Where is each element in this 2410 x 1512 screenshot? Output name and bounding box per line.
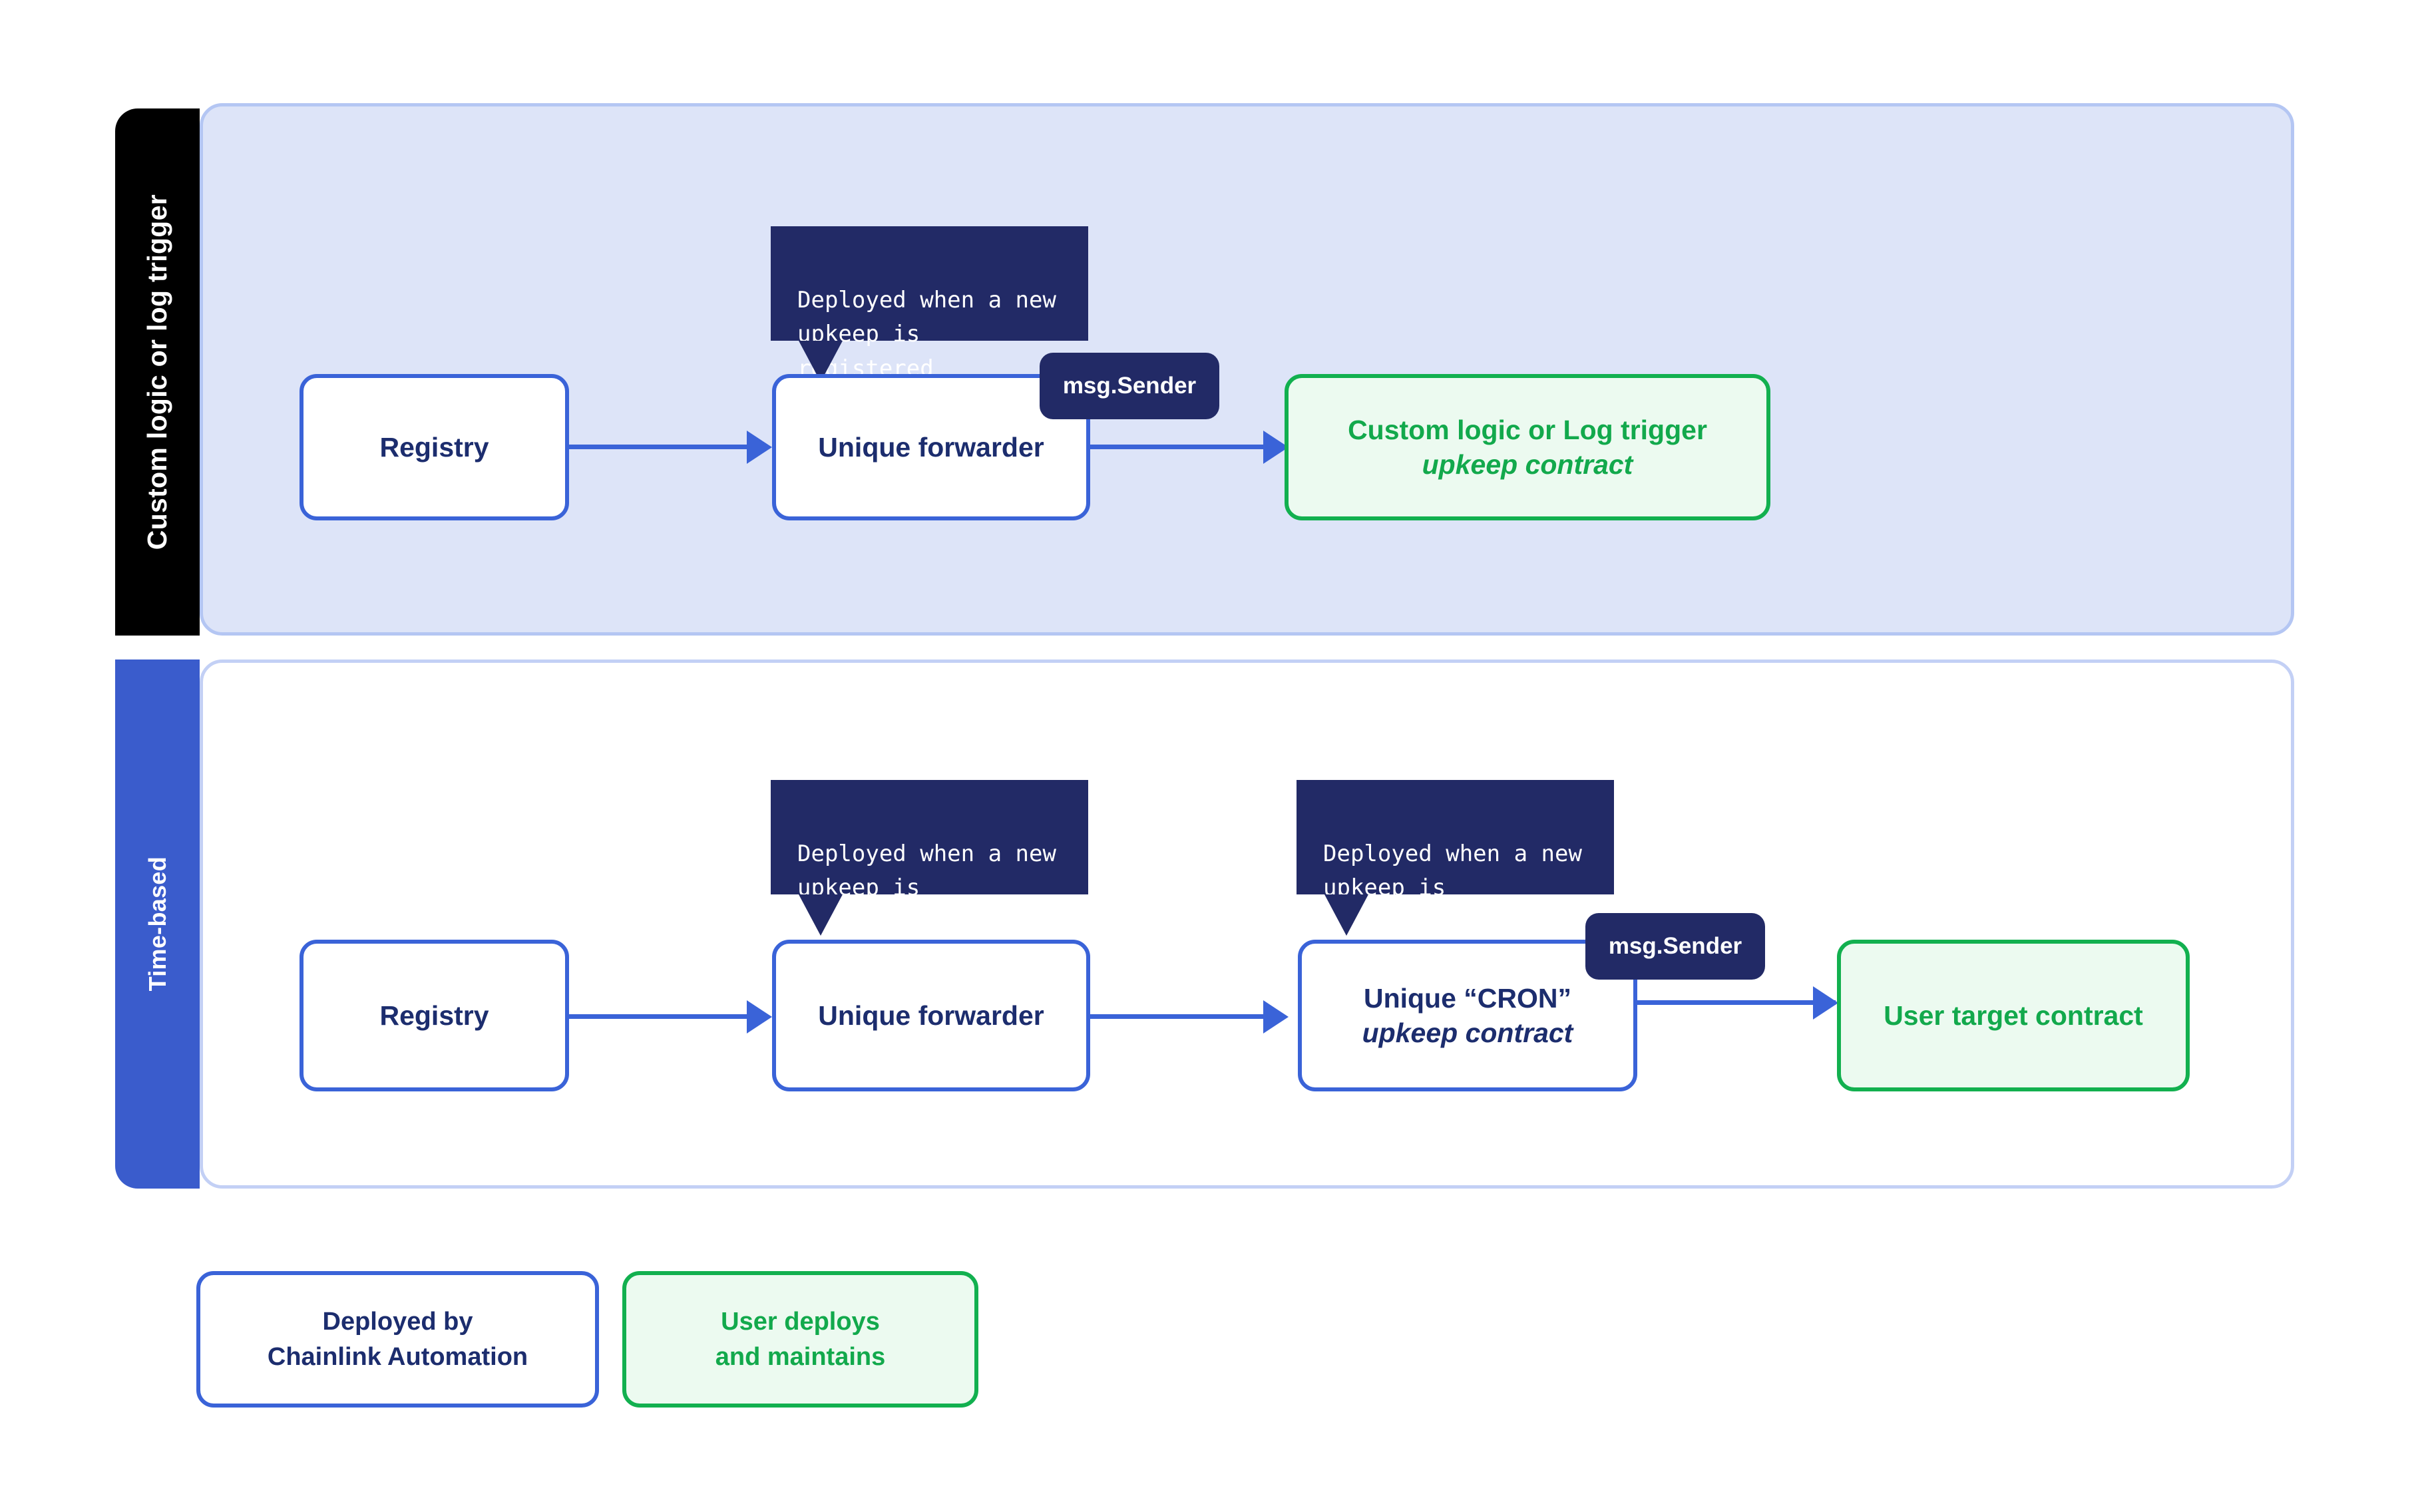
- connector-registry-to-forwarder-custom: [569, 445, 752, 449]
- lane-tab-time-based: Time-based: [115, 660, 200, 1189]
- arrowhead-icon: [1263, 1000, 1289, 1034]
- node-label-line2: upkeep contract: [1422, 449, 1633, 480]
- legend-label-line1: User deploys: [721, 1308, 880, 1336]
- badge-label: msg.Sender: [1062, 373, 1197, 399]
- node-label-line2: upkeep contract: [1362, 1018, 1573, 1048]
- lane-tab-label-time: Time-based: [143, 856, 171, 992]
- node-custom-logic-upkeep-contract[interactable]: Custom logic or Log trigger upkeep contr…: [1285, 374, 1770, 520]
- node-registry-custom[interactable]: Registry: [300, 374, 569, 520]
- callout-forwarder-deployment-time: Deployed when a new upkeep is registered: [771, 780, 1088, 936]
- legend-label-line2: and maintains: [715, 1342, 886, 1371]
- legend-deployed-by-chainlink-automation: Deployed by Chainlink Automation: [196, 1271, 599, 1408]
- arrowhead-icon: [1813, 986, 1838, 1020]
- connector-cron-to-user-target: [1636, 1000, 1836, 1005]
- node-user-target-contract[interactable]: User target contract: [1837, 940, 2190, 1091]
- callout-cron-deployment: Deployed when a new upkeep is registered: [1297, 780, 1614, 936]
- lane-time-based: [200, 660, 2294, 1189]
- lane-custom-logic-or-log-trigger: [200, 103, 2294, 636]
- node-label: Unique forwarder: [818, 1000, 1044, 1031]
- badge-label: msg.Sender: [1608, 933, 1742, 959]
- connector-registry-to-forwarder-time: [569, 1014, 752, 1019]
- node-registry-time[interactable]: Registry: [300, 940, 569, 1091]
- legend-label-line2: Chainlink Automation: [267, 1342, 528, 1371]
- callout-tail-icon: [1324, 894, 1368, 936]
- node-label: User target contract: [1884, 1000, 2143, 1031]
- node-unique-cron-upkeep-contract[interactable]: Unique “CRON” upkeep contract: [1298, 940, 1637, 1091]
- node-unique-forwarder-custom[interactable]: Unique forwarder: [772, 374, 1090, 520]
- node-unique-forwarder-time[interactable]: Unique forwarder: [772, 940, 1090, 1091]
- node-label: Registry: [379, 1000, 489, 1031]
- lane-tab-label-custom: Custom logic or log trigger: [142, 194, 172, 550]
- node-label-line1: Custom logic or Log trigger: [1348, 414, 1707, 445]
- arrowhead-icon: [747, 1000, 772, 1034]
- connector-forwarder-to-upkeep-custom: [1090, 445, 1285, 449]
- node-label: Registry: [379, 431, 489, 463]
- node-label: Unique forwarder: [818, 431, 1044, 463]
- badge-msg-sender-custom: msg.Sender: [1040, 353, 1219, 419]
- node-label-line1: Unique “CRON”: [1363, 982, 1572, 1014]
- badge-msg-sender-time: msg.Sender: [1585, 913, 1765, 980]
- callout-tail-icon: [799, 894, 843, 936]
- legend-label-line1: Deployed by: [322, 1308, 473, 1336]
- connector-forwarder-to-cron: [1090, 1014, 1285, 1019]
- legend-user-deploys-and-maintains: User deploys and maintains: [622, 1271, 978, 1408]
- lane-tab-custom-logic-or-log-trigger: Custom logic or log trigger: [115, 108, 200, 636]
- arrowhead-icon: [747, 431, 772, 464]
- callout-forwarder-deployment-custom: Deployed when a new upkeep is registered: [771, 226, 1088, 382]
- arrowhead-icon: [1263, 431, 1289, 464]
